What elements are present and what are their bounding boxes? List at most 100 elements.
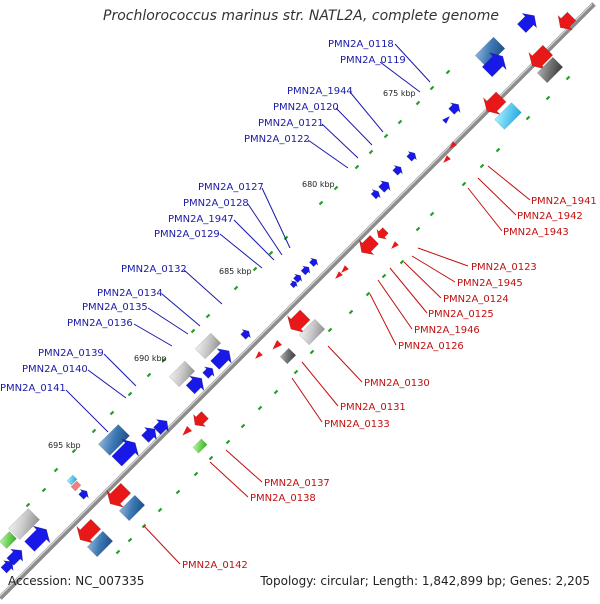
gene-label[interactable]: PMN2A_0134 [97, 288, 163, 299]
gene-label[interactable]: PMN2A_1943 [503, 227, 569, 238]
gene-label[interactable]: PMN2A_1941 [531, 196, 597, 207]
gene-feature[interactable] [354, 232, 381, 259]
gene-feature[interactable] [0, 557, 17, 575]
gene-feature[interactable] [333, 271, 343, 281]
gene-feature[interactable] [180, 425, 193, 438]
gene-feature[interactable] [239, 327, 253, 341]
gene-label[interactable]: PMN2A_0122 [244, 134, 310, 145]
gene-label[interactable]: PMN2A_1945 [457, 278, 523, 289]
gene-label[interactable]: PMN2A_0132 [121, 264, 187, 275]
gene-feature[interactable] [292, 272, 304, 284]
gene-label[interactable]: PMN2A_0135 [82, 302, 148, 313]
gene-label[interactable]: PMN2A_0127 [198, 182, 264, 193]
gene-feature-shape [528, 44, 554, 70]
gene-features[interactable] [0, 8, 579, 575]
gene-feature-shape [106, 482, 132, 508]
gene-label[interactable]: PMN2A_0120 [273, 102, 339, 113]
gene-feature-shape [192, 438, 208, 454]
gene-feature[interactable] [201, 364, 218, 381]
gene-feature[interactable] [108, 434, 143, 469]
gene-feature[interactable] [298, 318, 326, 346]
gene-feature[interactable] [253, 351, 263, 361]
gene-feature[interactable] [66, 474, 78, 486]
gene-label[interactable]: PMN2A_0121 [258, 118, 324, 129]
gene-feature[interactable] [194, 332, 222, 360]
tick-mark [327, 327, 333, 333]
gene-feature[interactable] [183, 371, 209, 397]
gene-feature[interactable] [289, 279, 299, 289]
gene-feature[interactable] [514, 8, 541, 35]
leader-line [219, 233, 263, 269]
gene-feature[interactable] [151, 415, 173, 437]
gene-feature[interactable] [524, 42, 556, 74]
gene-label[interactable]: PMN2A_0126 [398, 341, 464, 352]
gene-feature[interactable] [21, 521, 55, 555]
gene-feature[interactable] [308, 256, 320, 268]
gene-label[interactable]: PMN2A_0124 [443, 294, 509, 305]
gene-label[interactable]: PMN2A_0125 [428, 309, 494, 320]
gene-label[interactable]: PMN2A_0118 [328, 39, 394, 50]
gene-feature[interactable] [189, 409, 211, 431]
gene-label[interactable]: PMN2A_0136 [67, 318, 133, 329]
gene-feature[interactable] [139, 423, 161, 445]
gene-feature[interactable] [369, 187, 382, 200]
gene-label[interactable]: PMN2A_0130 [364, 378, 430, 389]
gene-feature[interactable] [102, 480, 134, 512]
leader-line [477, 177, 517, 216]
gene-feature[interactable] [192, 438, 208, 454]
gene-feature-shape [494, 102, 522, 130]
gene-feature[interactable] [479, 48, 511, 80]
gene-feature[interactable] [270, 339, 283, 352]
gene-feature[interactable] [479, 89, 510, 120]
tick-mark [318, 200, 324, 206]
gene-feature[interactable] [339, 265, 349, 275]
gene-label[interactable]: PMN2A_1942 [517, 211, 583, 222]
gene-feature[interactable] [72, 516, 104, 548]
gene-feature[interactable] [391, 163, 405, 177]
gene-feature[interactable] [70, 480, 82, 492]
tick-mark [383, 133, 389, 139]
gene-label[interactable]: PMN2A_0131 [340, 402, 406, 413]
gene-label[interactable]: PMN2A_1944 [287, 86, 353, 97]
gene-feature[interactable] [98, 424, 130, 456]
gene-label[interactable]: PMN2A_0142 [182, 560, 248, 571]
gene-label[interactable]: PMN2A_0133 [324, 419, 390, 430]
gene-label[interactable]: PMN2A_0129 [154, 229, 220, 240]
gene-label[interactable]: PMN2A_0138 [250, 493, 316, 504]
gene-feature[interactable] [168, 360, 196, 388]
gene-label[interactable]: PMN2A_1946 [414, 325, 480, 336]
gene-feature[interactable] [389, 241, 399, 251]
tick-mark [41, 487, 47, 493]
tick-mark [415, 226, 421, 232]
gene-feature[interactable] [494, 102, 522, 130]
gene-label[interactable]: PMN2A_0140 [22, 364, 88, 375]
gene-feature[interactable] [8, 508, 40, 540]
gene-feature[interactable] [4, 544, 27, 567]
gene-feature[interactable] [77, 487, 91, 501]
gene-label[interactable]: PMN2A_0128 [183, 198, 249, 209]
scale-label: 695 kbp [48, 441, 81, 450]
gene-feature[interactable] [86, 530, 114, 558]
gene-label[interactable]: PMN2A_0119 [340, 55, 406, 66]
gene-label[interactable]: PMN2A_1947 [168, 214, 234, 225]
gene-label[interactable]: PMN2A_0141 [0, 383, 66, 394]
gene-feature[interactable] [208, 344, 237, 373]
gene-label[interactable]: PMN2A_0137 [264, 478, 330, 489]
gene-feature[interactable] [536, 56, 564, 84]
gene-feature[interactable] [553, 9, 579, 35]
gene-feature[interactable] [377, 178, 394, 195]
gene-feature[interactable] [405, 149, 419, 163]
gene-feature[interactable] [283, 307, 314, 338]
gene-feature[interactable] [300, 264, 313, 277]
gene-feature[interactable] [442, 114, 452, 124]
gene-feature[interactable] [118, 494, 146, 522]
gene-feature[interactable] [374, 226, 391, 243]
gene-feature[interactable] [0, 531, 17, 549]
gene-label[interactable]: PMN2A_0123 [471, 262, 537, 273]
gene-feature[interactable] [447, 141, 457, 151]
gene-label[interactable]: PMN2A_0139 [38, 348, 104, 359]
gene-feature[interactable] [441, 155, 451, 165]
gene-feature[interactable] [279, 347, 297, 365]
gene-feature[interactable] [447, 100, 464, 117]
